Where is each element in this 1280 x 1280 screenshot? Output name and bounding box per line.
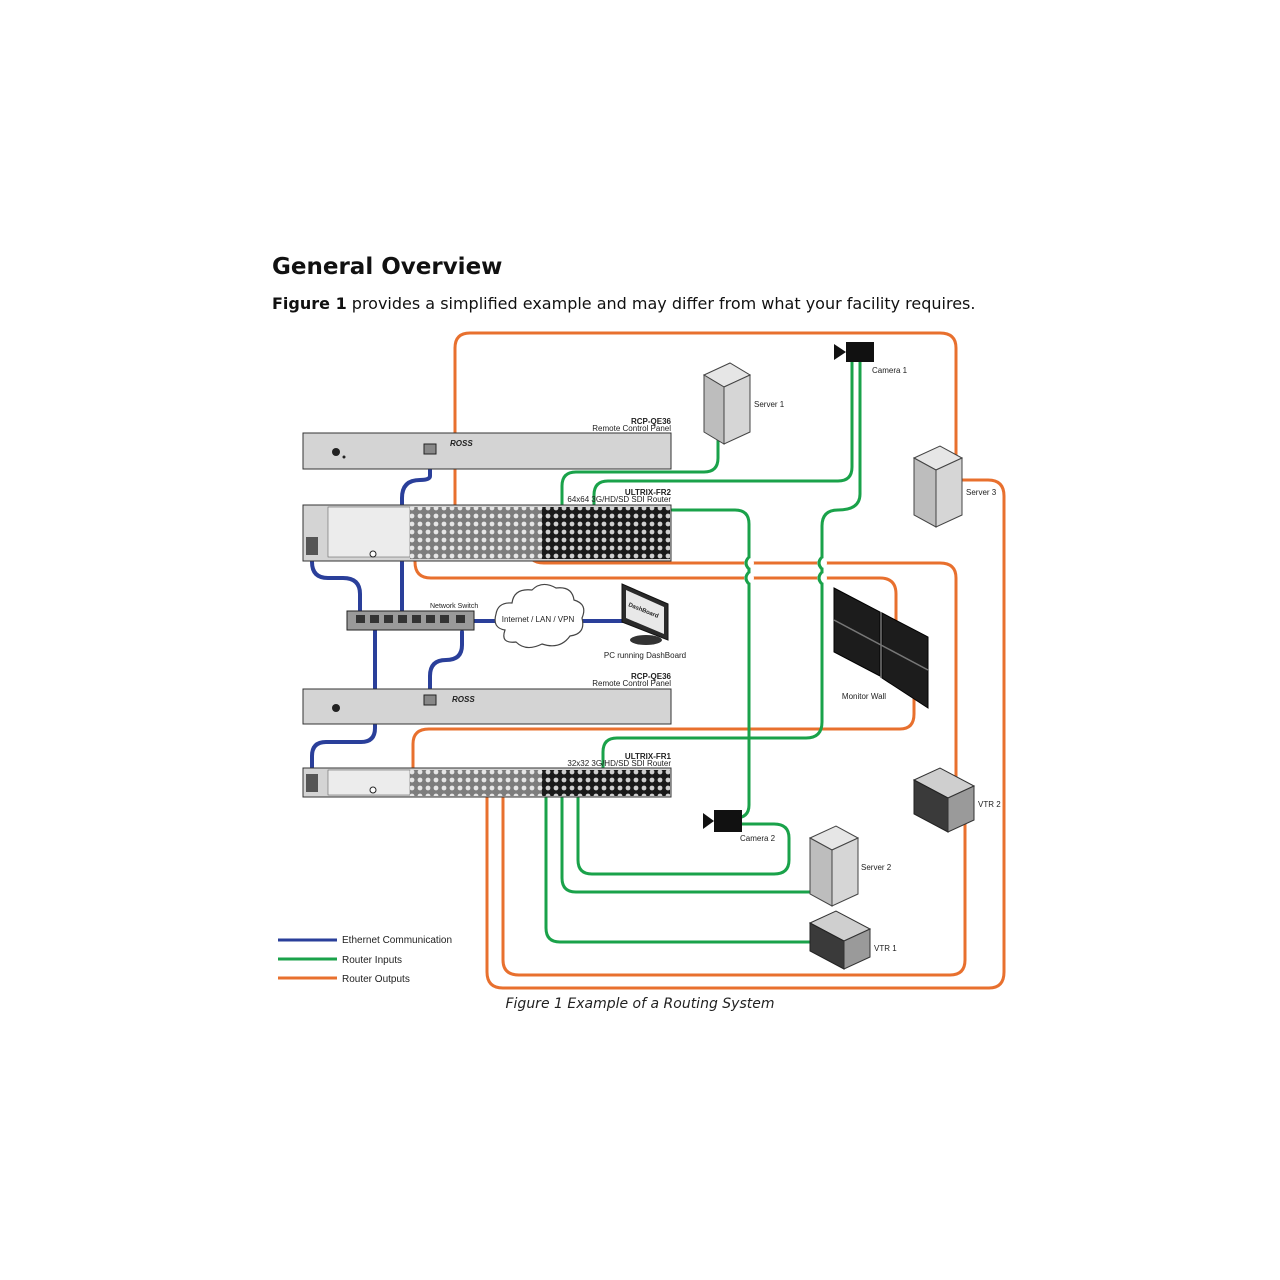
router-input-cables [544, 358, 862, 944]
output-to-server3-top [453, 331, 958, 507]
input-from-server1 [560, 436, 720, 507]
vtr2-label: VTR 2 [978, 800, 1001, 809]
ethernet-rcp-bottom [428, 630, 464, 692]
ultrix-fr2-router: ULTRIX-FR2 64x64 3G/HD/SD SDI Router [302, 488, 672, 562]
network-switch: Network Switch [346, 603, 478, 631]
monitor-wall-label: Monitor Wall [842, 692, 886, 701]
fr1-name: ULTRIX-FR1 [625, 752, 672, 761]
input-from-camera1-fr2 [592, 358, 854, 507]
input-from-camera1-fr1 [601, 360, 862, 770]
fr2-name: ULTRIX-FR2 [625, 488, 672, 497]
cloud-icon: Internet / LAN / VPN [494, 583, 585, 649]
camera1-label: Camera 1 [872, 366, 908, 375]
rcp-top-name: RCP-QE36 [631, 417, 672, 426]
ultrix-fr1-router: ULTRIX-FR1 32x32 3G/HD/SD SDI Router [302, 752, 672, 798]
power-knob-icon [332, 448, 340, 456]
camera2-label: Camera 2 [740, 834, 776, 843]
ethernet-port-icon [423, 694, 437, 706]
network-switch-label: Network Switch [430, 603, 478, 610]
power-knob-icon [332, 704, 340, 712]
fr1-desc: 32x32 3G/HD/SD SDI Router [567, 759, 671, 768]
ethernet-fr1 [310, 628, 377, 774]
section-heading: General Overview [272, 254, 503, 280]
legend-label-ethernet: Ethernet Communication [342, 935, 452, 946]
rcp-qe36-top: ROSS RCP-QE36 Remote Control Panel [302, 417, 672, 470]
ethernet-cables [310, 463, 632, 774]
rcp-bottom-name: RCP-QE36 [631, 672, 672, 681]
legend: Ethernet Communication Router Inputs Rou… [278, 935, 452, 985]
monitor-wall-icon: Monitor Wall [833, 587, 929, 709]
rcp-bottom-desc: Remote Control Panel [592, 679, 671, 688]
server3-label: Server 3 [966, 488, 997, 497]
fr1-output-to-vtr2 [501, 796, 967, 977]
output-to-monitor-wall [413, 516, 898, 624]
ross-logo: ROSS [452, 695, 475, 704]
legend-label-outputs: Router Outputs [342, 974, 410, 985]
server1-icon: Server 1 [702, 362, 785, 445]
cloud-label: Internet / LAN / VPN [502, 615, 575, 624]
vtr1-label: VTR 1 [874, 944, 897, 953]
ethernet-fr2 [310, 546, 362, 614]
server3-icon: Server 3 [912, 445, 997, 528]
camera1-icon: Camera 1 [834, 342, 908, 375]
server2-label: Server 2 [861, 863, 892, 872]
input-from-vtr1 [544, 796, 814, 944]
camera2-icon: Camera 2 [703, 810, 776, 843]
figure-caption: Figure 1 Example of a Routing System [505, 996, 775, 1012]
vtr1-icon: VTR 1 [808, 910, 897, 970]
intro-text: Figure 1 provides a simplified example a… [272, 294, 975, 313]
rcp-qe36-bottom: ROSS RCP-QE36 Remote Control Panel [302, 672, 672, 725]
input-from-server2 [560, 796, 812, 894]
input-from-camera2-fr2 [670, 508, 751, 820]
intro-rest: provides a simplified example and may di… [346, 294, 976, 313]
figure-reference: Figure 1 [272, 294, 347, 313]
legend-label-inputs: Router Inputs [342, 955, 402, 966]
input-from-camera2-fr1 [576, 796, 791, 876]
pc-running-dashboard: DashBoard PC running DashBoard [604, 583, 686, 660]
server1-label: Server 1 [754, 400, 785, 409]
fr1-output-to-monitor-wall [411, 693, 916, 770]
fr2-desc: 64x64 3G/HD/SD SDI Router [567, 495, 671, 504]
ross-logo: ROSS [450, 439, 473, 448]
pc-label: PC running DashBoard [604, 651, 686, 660]
rcp-top-desc: Remote Control Panel [592, 424, 671, 433]
vtr2-icon: VTR 2 [912, 767, 1001, 833]
fr1-output-to-server3 [485, 478, 1006, 990]
server2-icon: Server 2 [808, 825, 892, 907]
ethernet-rcp-top [400, 463, 432, 617]
ethernet-port-icon [423, 443, 437, 455]
